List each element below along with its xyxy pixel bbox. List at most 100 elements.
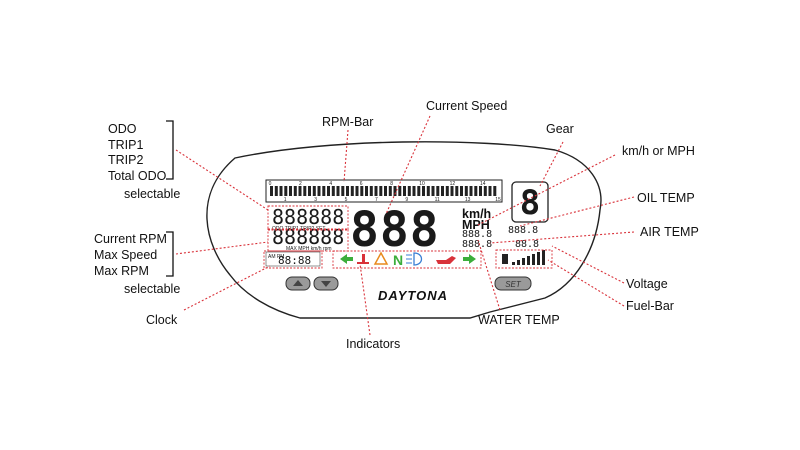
rpm-scale-label: 1 — [284, 197, 287, 203]
rpm-bar-segment — [341, 186, 345, 196]
rpm-bar-leader — [343, 129, 349, 183]
kmh-mph-leader — [477, 154, 616, 226]
oil-can-indicator-icon — [436, 256, 456, 264]
rpm-group-bracket — [166, 231, 174, 277]
total-odo-label: Total ODO — [108, 169, 167, 183]
air-temp-leader — [489, 231, 635, 244]
rpm-scale-label: 12 — [450, 181, 456, 187]
unit-kmh: km/h — [462, 207, 491, 221]
rpm-bar-segment — [308, 186, 311, 196]
rpm-scale-label: 6 — [360, 181, 363, 187]
rpm-bar-label: RPM-Bar — [322, 115, 373, 129]
odo-selectable-label: selectable — [124, 187, 180, 201]
rpm-scale-label: 8 — [390, 181, 393, 187]
speed-display: 888 km/h MPH — [350, 202, 491, 258]
warning-indicator-icon — [373, 251, 389, 265]
rpm-bar-segment — [388, 186, 392, 196]
rpm-bar-segment — [274, 186, 278, 196]
odo-display: 888888 ODO TRIP1 TRIP2 SET — [272, 205, 344, 232]
clock-digits: 88:88 — [278, 254, 311, 267]
gear-leader — [539, 141, 564, 187]
gear-display: 8 — [511, 181, 549, 223]
rpm-bar-segment — [289, 186, 292, 196]
rpm-bar-segment — [355, 186, 359, 196]
rpm-bar-segment — [488, 186, 492, 196]
rpm-bar-segment — [384, 186, 387, 196]
leader-lines — [175, 115, 635, 336]
rpm-bar-segment — [469, 186, 473, 196]
brand-logo: DAYTONA — [378, 288, 448, 303]
up-arrow-icon — [293, 280, 303, 286]
rpm-bar-segments — [270, 186, 497, 196]
rpm-bar-segment — [436, 186, 440, 196]
rpm-bar-segment — [322, 186, 326, 196]
rpm-bar-segment — [455, 186, 459, 196]
set-button[interactable]: SET — [494, 276, 532, 291]
rpm-bar-segment — [312, 186, 316, 196]
fuel-bar-label: Fuel-Bar — [626, 299, 674, 313]
clock-ampm: AM PM — [268, 254, 284, 260]
odo-callout-box — [267, 205, 349, 231]
neutral-indicator: N — [393, 252, 403, 268]
oil-pressure-indicator-base-icon — [357, 262, 369, 264]
down-button[interactable] — [313, 276, 339, 291]
rpm-selectable-label: selectable — [124, 282, 180, 296]
fuel-callout-box — [495, 249, 553, 269]
rpm-bar-segment — [403, 186, 406, 196]
rpm-bar-segment — [374, 186, 378, 196]
air-temp-digits: 888.8 — [462, 239, 492, 250]
rpm-bar-frame — [265, 179, 503, 203]
rpm-bar-segment — [474, 186, 478, 196]
rpm-bar-segment — [360, 186, 364, 196]
rpm-bar-segment — [407, 186, 411, 196]
clock-leader — [183, 265, 271, 311]
rpm-scale-label: 0 — [269, 181, 272, 187]
rpm-bar-segment — [450, 186, 454, 196]
rpm-scale-label: 4 — [329, 181, 332, 187]
indicator-callout-box — [332, 250, 482, 269]
kmh-mph-label: km/h or MPH — [622, 144, 695, 158]
rpm-bar-segment — [393, 186, 397, 196]
turn-right-indicator-icon — [463, 254, 476, 264]
trip1-label: TRIP1 — [108, 138, 143, 152]
clock-label: Clock — [146, 313, 178, 327]
trip2-label: TRIP2 — [108, 153, 143, 167]
down-arrow-icon — [321, 281, 331, 287]
rpm-leader — [175, 241, 269, 255]
speed-digits: 888 — [350, 202, 440, 258]
up-button[interactable] — [285, 276, 311, 291]
water-temp-leader — [477, 239, 501, 311]
rpm-bar-segment — [293, 186, 297, 196]
rpm-scale-label: 9 — [405, 197, 408, 203]
gear-digit: 8 — [520, 183, 540, 223]
rpm-scale-label: 13 — [465, 197, 471, 203]
rpm-bar-segment — [369, 186, 373, 196]
rpm-scale-label: 11 — [435, 197, 440, 203]
rpm-scale-label: 5 — [345, 197, 348, 203]
rpm-bar-segment — [284, 186, 288, 196]
rpm-bar-segment — [379, 186, 383, 196]
odo-label: ODO — [108, 122, 137, 136]
rpm-bar-segment — [365, 186, 368, 196]
odo-tags: ODO TRIP1 TRIP2 SET — [272, 226, 325, 232]
rpm-bar-segment — [493, 186, 497, 196]
rpm-scale-label: 10 — [419, 181, 425, 187]
rpm-bar-segment — [317, 186, 321, 196]
gear-label: Gear — [546, 122, 574, 136]
rpm-scale-label: 2 — [299, 181, 302, 187]
turn-left-indicator-icon — [340, 254, 353, 264]
rpm-bar-segment — [279, 186, 283, 196]
fuel-pump-icon — [502, 254, 508, 264]
oil-temp-digits: 888.8 — [508, 225, 538, 236]
indicators-label: Indicators — [346, 337, 400, 351]
rpm-bar-segment — [426, 186, 430, 196]
rpm-bar-segment — [331, 186, 335, 196]
current-speed-label: Current Speed — [426, 99, 507, 113]
rpm-bar-segment — [398, 186, 402, 196]
oil-pressure-indicator-icon — [362, 254, 365, 264]
rpm-bar-segment — [460, 186, 463, 196]
